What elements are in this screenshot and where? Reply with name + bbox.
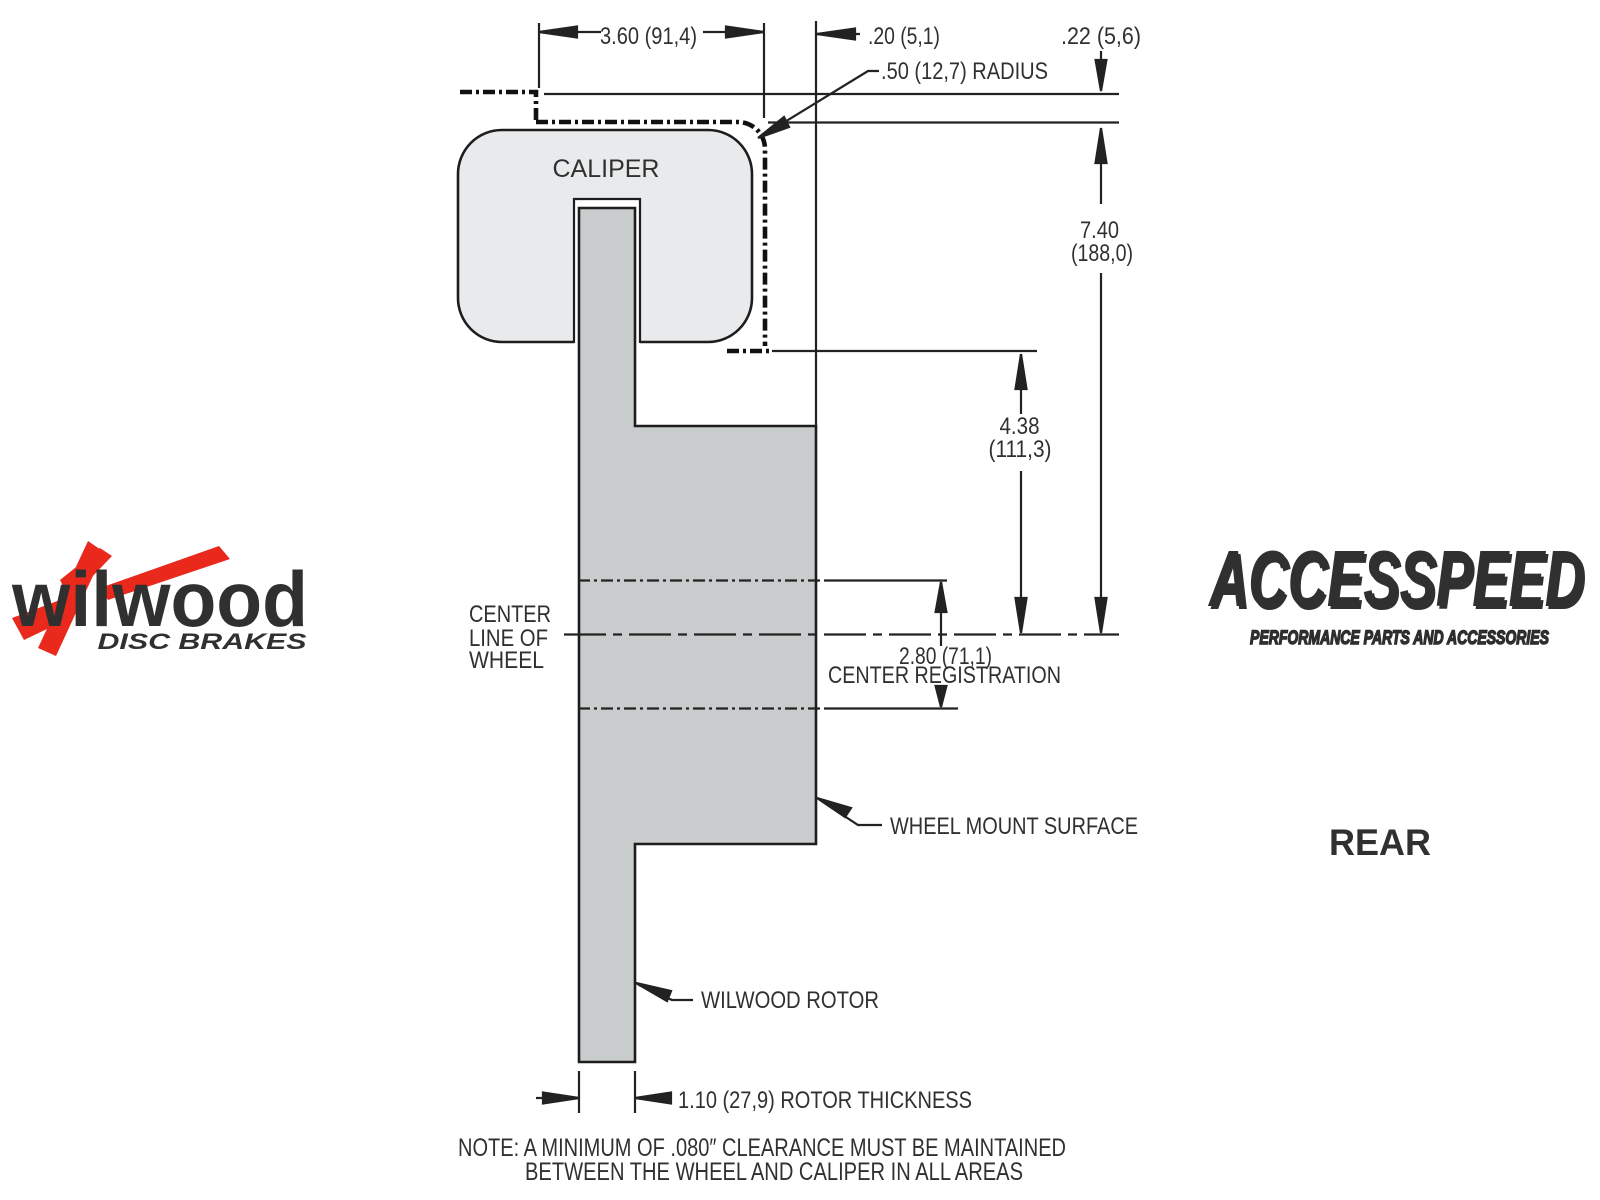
svg-text:CENTER REGISTRATION: CENTER REGISTRATION xyxy=(828,662,1061,689)
svg-text:1.10 (27,9) ROTOR THICKNESS: 1.10 (27,9) ROTOR THICKNESS xyxy=(678,1087,972,1114)
svg-text:ACCESSPEED: ACCESSPEED xyxy=(1210,537,1586,626)
svg-text:3.60 (91,4): 3.60 (91,4) xyxy=(600,23,697,50)
svg-text:NOTE: A MINIMUM OF .080″ CLEAR: NOTE: A MINIMUM OF .080″ CLEARANCE MUST … xyxy=(458,1134,1066,1162)
svg-text:WHEEL MOUNT SURFACE: WHEEL MOUNT SURFACE xyxy=(890,813,1138,840)
svg-text:.20 (5,1): .20 (5,1) xyxy=(868,23,940,50)
svg-text:wilwood: wilwood xyxy=(11,555,308,643)
svg-text:DISC BRAKES: DISC BRAKES xyxy=(98,629,307,654)
svg-text:2.80 (71,1): 2.80 (71,1) xyxy=(899,643,992,670)
svg-text:(111,3): (111,3) xyxy=(989,436,1052,463)
svg-text:ACCESSPEED: ACCESSPEED xyxy=(1208,534,1584,623)
svg-text:CENTER: CENTER xyxy=(469,601,551,628)
svg-text:(188,0): (188,0) xyxy=(1071,240,1133,267)
svg-text:BETWEEN THE WHEEL AND CALIPER: BETWEEN THE WHEEL AND CALIPER IN ALL ARE… xyxy=(525,1158,1023,1186)
svg-text:.50 (12,7) RADIUS: .50 (12,7) RADIUS xyxy=(881,58,1048,85)
svg-text:7.40: 7.40 xyxy=(1080,217,1119,244)
svg-text:REAR: REAR xyxy=(1329,822,1431,863)
svg-text:WHEEL: WHEEL xyxy=(469,647,544,674)
svg-text:LINE OF: LINE OF xyxy=(469,625,548,652)
svg-text:WILWOOD ROTOR: WILWOOD ROTOR xyxy=(701,987,879,1014)
svg-text:PERFORMANCE PARTS AND ACCESSOR: PERFORMANCE PARTS AND ACCESSORIES xyxy=(1250,628,1549,649)
svg-text:CALIPER: CALIPER xyxy=(553,155,660,183)
svg-text:.22 (5,6): .22 (5,6) xyxy=(1061,23,1141,50)
svg-text:4.38: 4.38 xyxy=(1000,413,1040,440)
